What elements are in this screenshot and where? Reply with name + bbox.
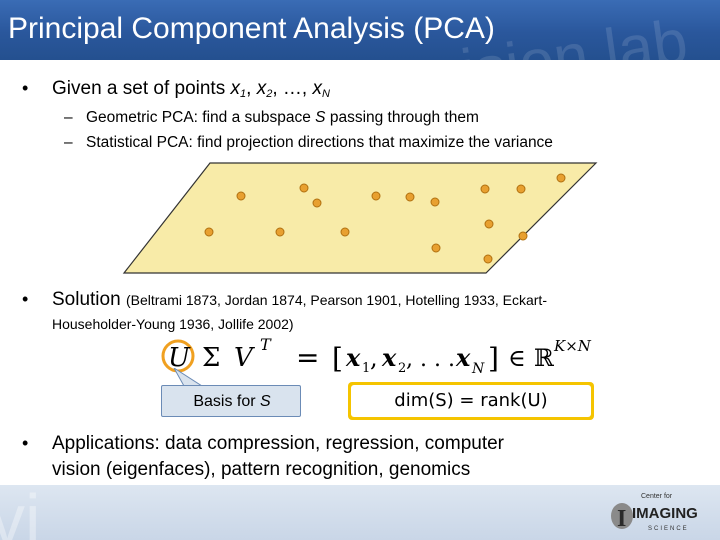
data-point [483, 254, 493, 264]
given-prefix: Given a set of points [52, 78, 231, 99]
subspace-plane [122, 162, 598, 274]
formula-U: U [168, 343, 191, 373]
formula-V: V [234, 343, 255, 373]
data-point [431, 243, 441, 253]
data-point [340, 227, 350, 237]
data-point [518, 231, 528, 241]
formula-sub2: 2 [398, 361, 406, 376]
formula-KxN: K×N [553, 337, 592, 355]
title-gradient [0, 0, 720, 60]
footer-watermark-text: vi [0, 485, 41, 540]
bullet-dot: • [22, 78, 29, 98]
data-point [236, 191, 246, 201]
data-point [405, 192, 415, 202]
data-point [480, 184, 490, 194]
data-point [371, 191, 381, 201]
solution-refs-1: (Beltrami 1873, Jordan 1874, Pearson 190… [125, 292, 547, 308]
rank-equation-box: dim(S) = rank(U) [348, 382, 594, 420]
formula-xN: x [455, 343, 471, 372]
formula-eq: = [296, 341, 319, 374]
data-point [516, 184, 526, 194]
bullet-applications: • Applications: data compression, regres… [22, 433, 505, 454]
logo-imaging: IMAGING [632, 505, 698, 522]
formula-comma1: , [370, 344, 378, 372]
logo-science: SCIENCE [648, 526, 689, 532]
rank-equation: dim(S) = rank(U) [394, 390, 548, 411]
title-watermark: vision lab [426, 7, 692, 60]
callout-basis: Basis for S [161, 385, 301, 417]
footer-watermark: vi [0, 485, 41, 540]
bullet-given: • Given a set of points x1, x2, …, xN [22, 78, 330, 100]
callout-label: Basis for S [193, 393, 271, 410]
formula-subN: N [471, 361, 485, 377]
formula-R: ℝ [534, 344, 555, 372]
logo-big-letter: I [617, 506, 626, 532]
data-point [204, 227, 214, 237]
logo-center-for: Center for [641, 493, 673, 500]
formula-lb: [ [332, 342, 343, 375]
solution-label: Solution [52, 289, 126, 310]
formula-x2: x [381, 343, 397, 372]
formula-rb: ] [488, 342, 499, 375]
data-point [299, 183, 309, 193]
solution-refs-2: Householder-Young 1936, Jollife 2002) [52, 316, 294, 332]
data-point [556, 173, 566, 183]
formula-T: T [260, 335, 272, 354]
data-point [312, 198, 322, 208]
formula-in: ∈ [508, 344, 526, 372]
formula-x1: x [345, 343, 361, 372]
data-point [484, 219, 494, 229]
data-point [275, 227, 285, 237]
page-title: Principal Component Analysis (PCA) [8, 12, 495, 45]
applications-line1: Applications: data compression, regressi… [52, 433, 505, 454]
sub-bullet-statistical: – Statistical PCA: find projection direc… [64, 134, 553, 151]
formula-sigma: Σ [202, 343, 220, 373]
formula-dots: , . . . [406, 347, 455, 372]
data-point [430, 197, 440, 207]
sub-bullet-geometric: – Geometric PCA: find a subspace S passi… [64, 109, 479, 126]
bullet-solution: • Solution (Beltrami 1873, Jordan 1874, … [22, 289, 547, 310]
title-bar: vision lab Principal Component Analysis … [0, 0, 720, 60]
applications-line2: vision (eigenfaces), pattern recognition… [52, 459, 471, 480]
svd-formula: U Σ V T = [ x 1 , x 2 , . . . x N ] ∈ ℝ … [161, 335, 592, 377]
data-points [204, 173, 566, 264]
imaging-science-logo: I Center for IMAGING SCIENCE [611, 493, 698, 532]
footer-band: vi [0, 485, 720, 540]
formula-sub1: 1 [362, 361, 370, 376]
